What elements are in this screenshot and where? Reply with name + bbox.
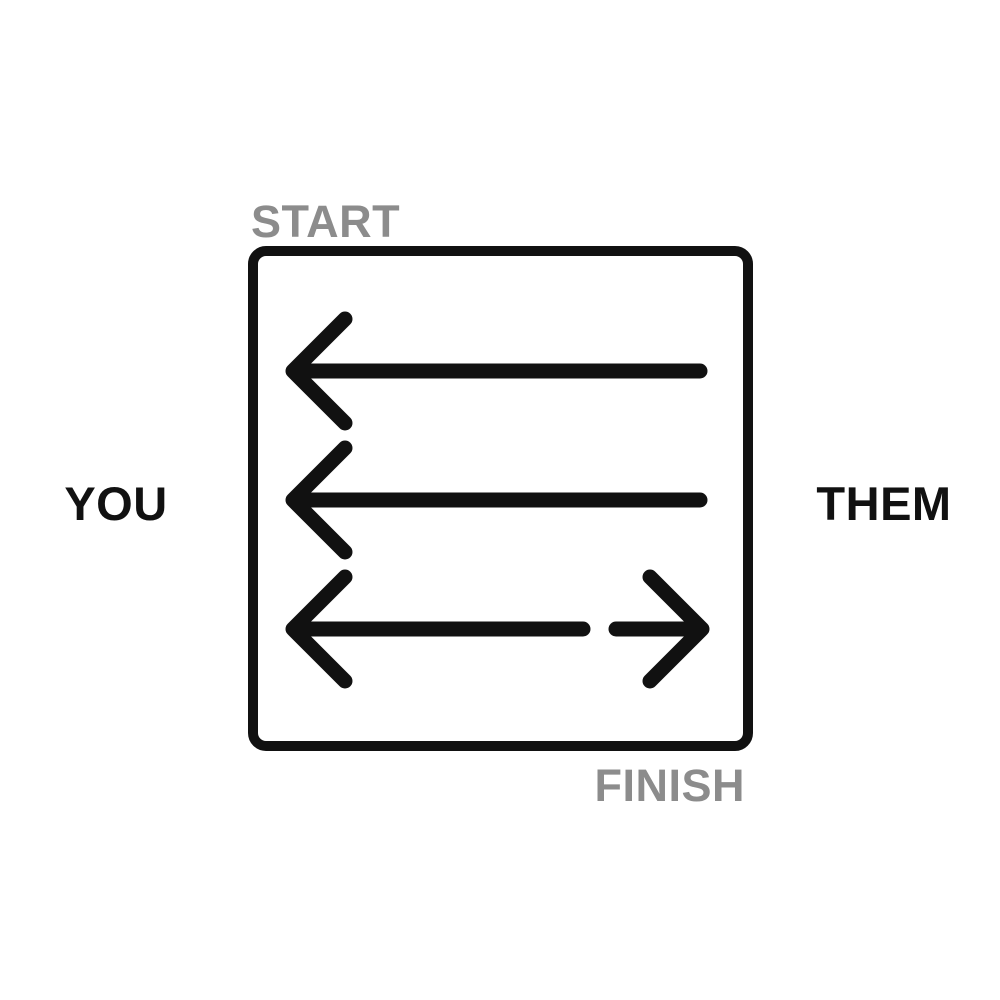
arrows-graphic: [285, 311, 710, 689]
you-label: YOU: [64, 477, 168, 530]
right-arrow-icon-row3: [608, 569, 710, 689]
them-label: THEM: [816, 477, 952, 530]
left-arrow-icon-row1: [285, 311, 708, 431]
exchange-box: [248, 246, 753, 751]
left-arrow-icon-row3: [285, 569, 591, 689]
left-arrow-icon-row2: [285, 440, 708, 560]
finish-label: FINISH: [594, 760, 745, 811]
start-label: START: [251, 196, 401, 247]
